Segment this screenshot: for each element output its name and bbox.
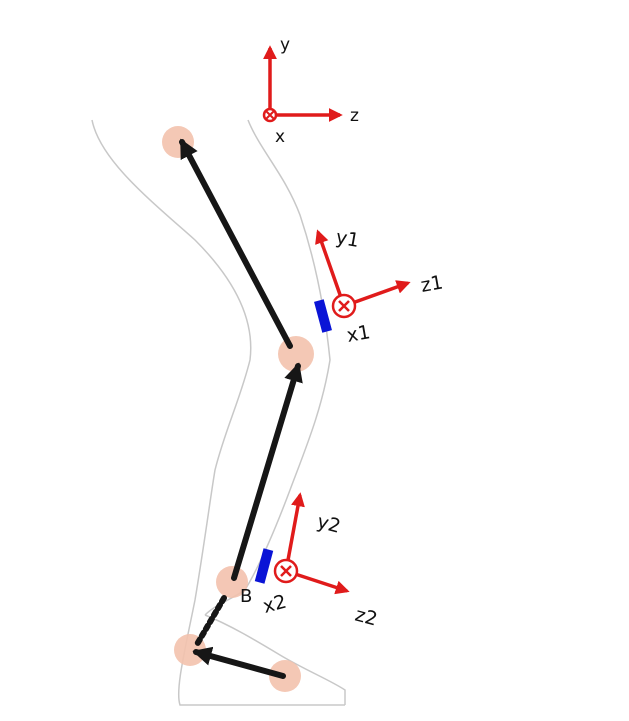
ankle-joint-b	[216, 566, 248, 598]
leg-front-contour	[204, 119, 331, 616]
sensor1-frame	[315, 229, 411, 319]
world-frame	[262, 45, 343, 123]
foot-segment	[192, 646, 286, 679]
foot-contour	[204, 614, 346, 705]
sensor2-frame	[273, 492, 350, 595]
world-x-cross	[265, 110, 275, 120]
sensor1-y-label: y1	[334, 226, 361, 252]
sensor2-y-axis	[284, 492, 305, 572]
joints	[162, 126, 314, 692]
world-y-label: y	[280, 35, 290, 55]
sensor2-x-label: x2	[261, 591, 289, 618]
thigh-segment	[179, 138, 293, 349]
sensor2-z-label: z2	[353, 604, 380, 631]
sensor1-x-label: x1	[345, 321, 372, 347]
world-z-label: z	[350, 106, 359, 126]
sensor1-x-cross	[338, 300, 350, 312]
sensor1-y-axis	[315, 229, 346, 307]
ankle-heel-dotted-segment	[193, 595, 227, 649]
joint-b-label: B	[240, 586, 252, 607]
leg-back-contour	[91, 119, 345, 706]
shank-segment	[231, 362, 303, 581]
sensor1-z-label: z1	[419, 271, 445, 296]
limb-segments	[179, 138, 303, 679]
sensor2-y-label: y2	[315, 511, 343, 538]
sensor1-block	[314, 299, 332, 333]
sensor2-block	[254, 548, 274, 584]
world-x-label: x	[275, 127, 285, 147]
sensor2-x-cross	[280, 565, 292, 577]
